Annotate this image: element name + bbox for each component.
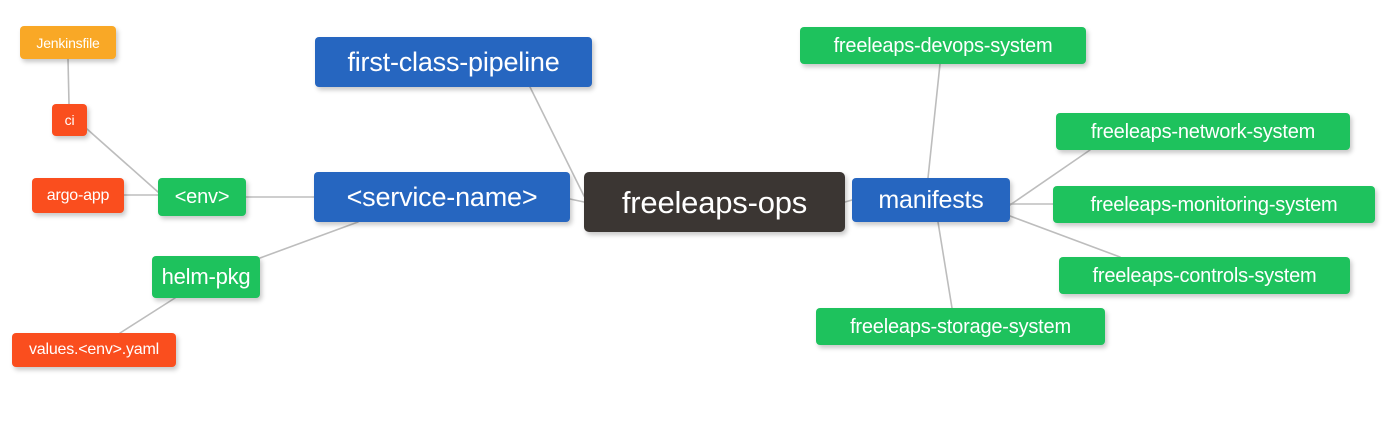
mindmap-node-freeleaps-network-system[interactable]: freeleaps-network-system [1056, 113, 1350, 150]
mindmap-node-label: ci [64, 112, 75, 128]
mindmap-node-label: freeleaps-ops [621, 184, 808, 220]
mindmap-node-first-class-pipeline[interactable]: first-class-pipeline [315, 37, 592, 87]
mindmap-node-label: <env> [174, 186, 230, 208]
mindmap-node-ci[interactable]: ci [52, 104, 87, 136]
mindmap-node-helm-pkg[interactable]: helm-pkg [152, 256, 260, 298]
mindmap-node-manifests[interactable]: manifests [852, 178, 1010, 222]
edge-freeleaps-ops-to-service-name [569, 198, 585, 203]
edge-manifests-to-freeleaps-devops-system [927, 63, 941, 179]
mindmap-node-label: freeleaps-storage-system [850, 315, 1071, 338]
mindmap-node-freeleaps-controls-system[interactable]: freeleaps-controls-system [1059, 257, 1350, 294]
edge-ci-to-jenkinsfile [67, 58, 70, 105]
mindmap-node-label: first-class-pipeline [347, 46, 560, 77]
mindmap-node-service-name[interactable]: <service-name> [314, 172, 570, 222]
mindmap-node-label: freeleaps-monitoring-system [1090, 193, 1338, 216]
mindmap-node-freeleaps-monitoring-system[interactable]: freeleaps-monitoring-system [1053, 186, 1375, 223]
edge-service-name-to-helm-pkg [259, 221, 359, 259]
mindmap-node-label: freeleaps-network-system [1090, 120, 1316, 143]
mindmap-node-freeleaps-devops-system[interactable]: freeleaps-devops-system [800, 27, 1086, 64]
mindmap-node-freeleaps-storage-system[interactable]: freeleaps-storage-system [816, 308, 1105, 345]
mindmap-node-label: <service-name> [346, 181, 538, 212]
mindmap-node-label: helm-pkg [161, 264, 251, 289]
mindmap-node-label: manifests [878, 185, 984, 214]
mindmap-node-label: Jenkinsfile [36, 34, 100, 51]
mindmap-node-freeleaps-ops[interactable]: freeleaps-ops [584, 172, 845, 232]
edge-manifests-to-freeleaps-storage-system [937, 221, 953, 309]
mindmap-node-jenkinsfile[interactable]: Jenkinsfile [20, 26, 116, 59]
mindmap-node-values-env-yaml[interactable]: values.<env>.yaml [12, 333, 176, 367]
mindmap-node-label: values.<env>.yaml [28, 341, 159, 358]
mindmap-node-label: argo-app [46, 186, 110, 204]
mindmap-node-label: freeleaps-devops-system [833, 34, 1053, 57]
mindmap-node-env[interactable]: <env> [158, 178, 246, 216]
edge-freeleaps-ops-to-manifests [844, 199, 853, 203]
edge-helm-pkg-to-values-env-yaml [119, 297, 176, 334]
mindmap-node-label: freeleaps-controls-system [1092, 264, 1317, 287]
mindmap-node-argo-app[interactable]: argo-app [32, 178, 124, 213]
